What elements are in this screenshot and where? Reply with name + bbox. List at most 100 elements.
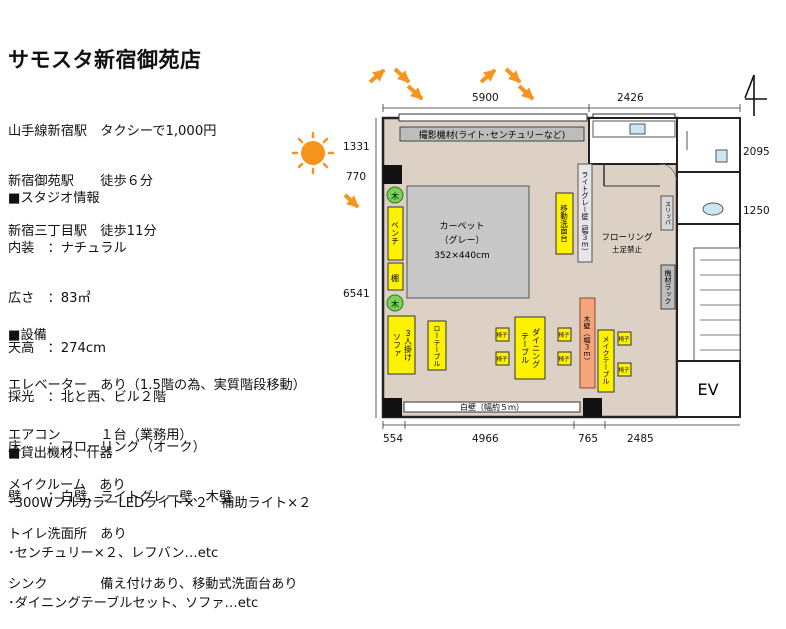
- equipment-line: ･ダイニングテーブルセット、ソファ…etc: [8, 595, 259, 611]
- sunlight-arrow-icon: [504, 67, 522, 84]
- studio-line: 広さ ：83㎡: [8, 290, 91, 306]
- dimension-label: 4966: [472, 433, 499, 445]
- slipper-rack: [660, 195, 674, 231]
- studio-heading: ■スタジオ情報: [8, 191, 100, 207]
- dimension-label: 5900: [472, 92, 499, 104]
- dimension-label: 2426: [617, 92, 644, 104]
- mobile-sink: [555, 192, 574, 255]
- equipment-line: ･センチュリー×２、レフバン…etc: [8, 545, 219, 561]
- access-line: 新宿三丁目駅 徒歩11分: [8, 223, 157, 239]
- wood-wall-label: 木壁（幅３ｍ）: [583, 315, 591, 365]
- pillar: [383, 165, 402, 184]
- slipper-rack-label: スリッパ: [664, 201, 671, 225]
- access-info: 山手線新宿駅 タクシーで1,000円 新宿御苑駅 徒歩６分 新宿三丁目駅 徒歩1…: [8, 91, 216, 257]
- equipment-shelf: [399, 126, 585, 142]
- sunlight-arrow-icon: [393, 67, 411, 84]
- studio-line: 天高 ：274cm: [8, 340, 107, 356]
- shelf-label: 棚: [391, 273, 399, 283]
- dimension-label: 1250: [743, 205, 770, 217]
- toilet-icon: [702, 202, 724, 216]
- studio-line: 内装 ：ナチュラル: [8, 240, 127, 256]
- bench-label: ベンチ: [391, 221, 400, 245]
- dimension-label: 554: [383, 433, 403, 445]
- makeup-table: [597, 329, 615, 393]
- washbasin-icon: [715, 149, 728, 163]
- coffee-table: [427, 320, 447, 371]
- dimension-label: 6541: [343, 288, 370, 300]
- chair: [617, 331, 632, 346]
- studio-line: 床 ：フローリング（オーク）: [8, 440, 206, 456]
- chair-label: 椅子: [496, 331, 508, 339]
- flooring-label: フローリング: [601, 232, 653, 243]
- coffee-table-label: ローテーブル: [433, 325, 441, 367]
- chair-label: 椅子: [558, 355, 570, 363]
- window: [398, 113, 588, 122]
- elevator: [676, 360, 741, 418]
- sunlight-arrow-icon: [368, 68, 386, 84]
- page-title: サモスタ新宿御苑店: [8, 48, 202, 72]
- chair: [557, 351, 572, 366]
- facilities-line: エアコン １台（業務用）: [8, 427, 193, 443]
- dimension-label: 770: [346, 171, 366, 183]
- plant: [386, 186, 404, 204]
- facilities-line: エレベーター あり（1.5階の為、実質階段移動）: [8, 377, 306, 393]
- studio-line: 採光 ：北と西、ビル２階: [8, 390, 167, 406]
- equipment-heading: ■貸出機材、什器: [8, 446, 113, 462]
- dimension-label: 1331: [343, 141, 370, 153]
- chair-label: 椅子: [496, 355, 508, 363]
- sink-icon: [629, 123, 646, 135]
- access-line: 新宿御苑駅 徒歩６分: [8, 173, 154, 189]
- access-line: 山手線新宿駅 タクシーで1,000円: [8, 124, 217, 140]
- makeup-table-label: メイクテーブル: [602, 336, 610, 385]
- chair-label: 椅子: [618, 366, 630, 374]
- sun-icon: [291, 131, 335, 175]
- studio-line: 壁 ：白壁、ライトグレー壁、木壁: [8, 489, 233, 505]
- sofa: [387, 315, 416, 375]
- dimension-label: 765: [578, 433, 598, 445]
- dimension-label: 2095: [743, 146, 770, 158]
- carpet-label: （グレー）: [439, 234, 484, 246]
- chair-label: 椅子: [558, 331, 570, 339]
- sunlight-arrow-icon: [406, 84, 424, 101]
- equipment-line: ･300WフルカラーLEDライト×２ 補助ライト×２: [8, 495, 312, 511]
- chair: [557, 327, 572, 342]
- studio-info: ■スタジオ情報 内装 ：ナチュラル 広さ ：83㎡ 天高 ：274cm 採光 ：…: [8, 158, 232, 523]
- pillar: [583, 398, 602, 417]
- shelf: [387, 262, 404, 291]
- mobile-sink-label: 移動洗面台: [559, 203, 568, 243]
- carpet-label: カーペット: [439, 221, 484, 232]
- dining-table: [514, 316, 546, 380]
- dining-table-label: ダイニング: [532, 327, 541, 368]
- plant-label: 木: [391, 299, 399, 309]
- sunlight-arrow-icon: [343, 193, 360, 209]
- equipment-rack-label: 機材ラック: [664, 269, 672, 305]
- white-wall-label: 白壁（幅約５ｍ）: [460, 402, 524, 412]
- facilities-line: メイクルーム あり: [8, 477, 126, 493]
- sofa-label: ソファ: [393, 333, 402, 357]
- chair: [495, 327, 510, 342]
- white-wall: [403, 401, 581, 413]
- chair: [495, 351, 510, 366]
- bench: [387, 206, 404, 261]
- flooring-label: 土足禁止: [612, 244, 642, 254]
- sunlight-arrow-icon: [479, 68, 497, 84]
- plant: [386, 294, 404, 312]
- carpet-label: 352×440cm: [434, 251, 490, 261]
- gray-wall: [577, 163, 593, 263]
- floor-plan: 5900 2426 1331 770 6541 2095 1250 554 49…: [291, 67, 770, 445]
- elevator-label: EV: [697, 380, 718, 399]
- sofa-label: ３人掛け: [404, 329, 413, 361]
- chair: [617, 362, 632, 377]
- bathroom: [676, 117, 741, 173]
- facilities-heading: ■設備: [8, 328, 47, 344]
- sunlight-arrow-icon: [517, 84, 535, 101]
- plant-label: 木: [391, 191, 399, 201]
- stair-inner: [693, 247, 741, 362]
- chair-label: 椅子: [618, 335, 630, 343]
- dining-table-label: テーブル: [521, 332, 530, 364]
- toilet-room: [676, 171, 741, 225]
- equipment-shelf-label: 撮影機材(ライト･センチュリーなど): [419, 129, 566, 141]
- wood-wall: [579, 297, 596, 389]
- pillar: [383, 398, 402, 417]
- carpet: [406, 185, 530, 299]
